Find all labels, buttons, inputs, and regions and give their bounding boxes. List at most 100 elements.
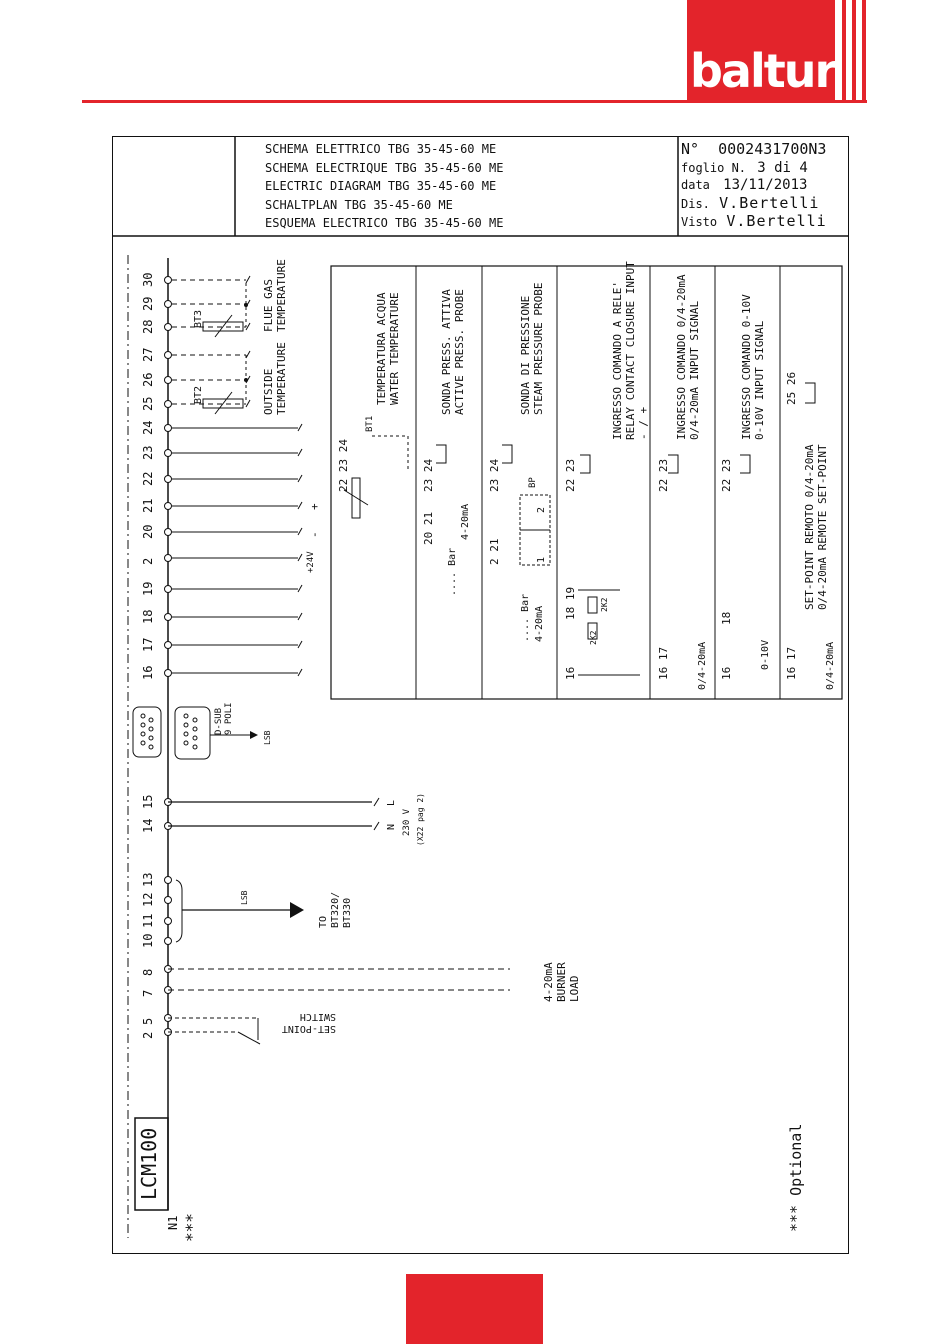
terminal-28 [164,323,172,331]
power-voltage: 230 V [402,808,412,836]
setpoint-jumper [805,382,816,404]
terminal-number: 17 [141,637,155,652]
terminal-16-break [297,668,303,677]
terminal-22 [164,475,172,483]
setpoint-switch-label: SET-POINT SWITCH [282,1010,336,1034]
option-relay-terms-c: 22 23 [564,458,577,492]
relay-jumper [580,454,591,474]
terminal-10 [164,937,172,945]
terminal-23 [164,449,172,457]
terminal-12 [164,896,172,904]
terminal-20-break [297,527,303,536]
dsub-connector-b [174,706,211,760]
option-active-probe-sub: .... Bar [447,547,458,596]
terminal-number: 2 [141,1031,155,1039]
option-steam-probe-dev: BP [528,477,538,488]
option-title-line: TEMPERATURA ACQUA [375,292,388,405]
option-title-line: ACTIVE PRESS. PROBE [453,289,466,415]
dsub-pins [140,713,198,750]
option-water-temp-title: TEMPERATURA ACQUA WATER TEMPERATURE [375,292,401,405]
dsub-connector-a [132,706,162,758]
option-title-line: 0/4-20mA REMOTE SET-POINT [816,444,829,610]
checked-row: Visto V.Bertelli [681,212,827,230]
terminal-number: 22 [141,471,155,486]
lsb-bus-label: LSB [240,890,249,905]
terminal-number: 7 [141,989,155,997]
drawn-label: Dis. [681,197,710,211]
terminal-number: 23 [141,445,155,460]
option-title-line: INGRESSO COMANDO 0-10V [740,294,753,440]
title-list: SCHEMA ELETTRICO TBG 35-45-60 ME SCHEMA … [265,140,503,233]
option-relay-title: INGRESSO COMANDO A RELE' RELAY CONTACT C… [611,261,650,440]
outside-temp-line-2: TEMPERATURE [275,342,288,415]
terminal-27-break [245,350,251,359]
option-title-line: WATER TEMPERATURE [388,292,401,405]
option-active-probe-terms-a: 20 21 [422,511,435,545]
option-title-line: SONDA PRESS. ATTIVA [440,289,453,415]
module-label: LCM100 [137,1127,161,1200]
2k2-label-a: 2K2 [600,597,609,612]
terminal-number: 21 [141,498,155,513]
terminal-11 [164,917,172,925]
option-title-line: SET-POINT REMOTO 0/4-20mA [803,444,816,610]
brand-logo-text: baltur [690,44,837,98]
terminal-number: 14 [141,818,155,833]
option-title-line: SONDA DI PRESSIONE [519,295,532,415]
outside-temp-line-1: OUTSIDE [262,368,275,415]
terminal-number: 13 [141,872,155,887]
bt2-resistor [202,398,244,409]
burner-load-line-3: LOAD [568,975,581,1003]
setpoint-switch-line-2: SWITCH [299,1011,336,1022]
terminal-number: 28 [141,319,155,334]
bt3-label: BT3 [193,309,204,328]
plus-label: + [308,503,321,510]
burner-load-line-2: BURNER [555,962,568,1002]
terminal-number: 15 [141,794,155,809]
option-relay-terms-b: 18 19 [564,586,577,620]
terminal-16 [164,669,172,677]
burner-load-label: 4-20mA BURNER LOAD [542,962,581,1002]
header-rule [82,100,867,103]
bt1-ntc-mark [343,489,369,506]
option-active-probe-terms-b: 23 24 [422,458,435,492]
to-bt-line-1: TO [318,915,329,928]
option-input420-terms-a: 16 17 [657,646,670,680]
terminal-number: 10 [141,933,155,948]
terminal-number: 25 [141,396,155,411]
bt1-resistor [351,477,361,519]
terminal-2-break [297,553,303,562]
terminal-28-break [245,322,251,331]
title-en: ELECTRIC DIAGRAM TBG 35-45-60 ME [265,179,497,193]
bt2-label: BT2 [193,385,204,404]
brand-stripe [842,0,846,101]
active-probe-jumper [436,444,447,464]
steam-probe-jumper [502,444,513,464]
terminal-20 [164,528,172,536]
switch-contact [237,1031,261,1045]
option-active-probe-title: SONDA PRESS. ATTIVA ACTIVE PRESS. PROBE [440,289,466,415]
terminal-21 [164,502,172,510]
terminal-number: 2 [141,557,155,565]
option-input010-terms-b: 22 23 [720,458,733,492]
option-steam-probe-terms-a: 2 21 [488,538,501,566]
module-label-box [134,1117,169,1211]
terminal-21-break [297,501,303,510]
terminal-29 [164,300,172,308]
footer-tab [406,1274,543,1344]
terminal-18-break [297,612,303,621]
dsub-line-2: 9 POLI [224,702,234,735]
line-n-break [373,821,380,831]
terminal-number: 26 [141,372,155,387]
dsub-label: D-SUB 9 POLI [214,702,234,735]
terminal-number: 27 [141,347,155,362]
2k2-resistor-b [587,622,598,640]
option-setpoint-terms-b: 25 26 [785,371,798,405]
option-title-line: 0/4-20mA INPUT SIGNAL [688,300,701,440]
date-value: 13/11/2013 [723,177,808,193]
sheet-row: foglio N. 3 di 4 [681,160,808,176]
option-title-line: 0-10V INPUT SIGNAL [753,320,766,440]
option-water-temp-dev: BT1 [365,415,375,432]
flue-gas-line-1: FLUE GAS [262,279,275,332]
title-fr: SCHEMA ELECTRIQUE TBG 35-45-60 ME [265,160,504,175]
option-title-line: INGRESSO COMANDO A RELE' [611,281,624,440]
